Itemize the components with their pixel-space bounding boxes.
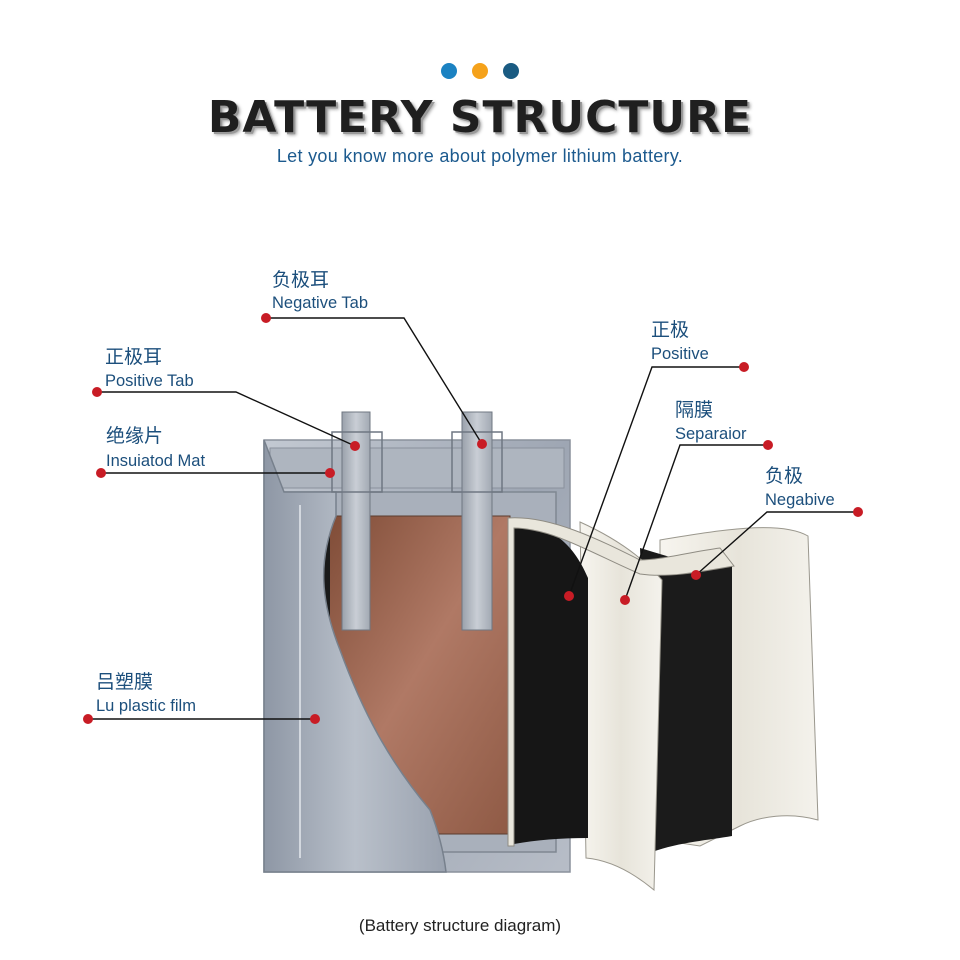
marker-positive-start: [739, 362, 749, 372]
diagram-caption: (Battery structure diagram): [358, 916, 562, 935]
label-insulated-mat-cn: 绝缘片: [106, 425, 163, 447]
label-negative-cn: 负极: [765, 465, 803, 487]
label-insulated-mat-en: Insuiatod Mat: [106, 452, 205, 470]
label-separator-cn: 隔膜: [675, 399, 713, 421]
marker-negative-start: [853, 507, 863, 517]
negative-tab-mat: [451, 431, 503, 493]
marker-negative-end: [691, 570, 701, 580]
label-positive-cn: 正极: [651, 319, 689, 341]
dot-blue: [441, 63, 457, 79]
marker-lu-film-end: [310, 714, 320, 724]
label-negative-en: Negabive: [765, 491, 835, 509]
leader-lines: [88, 317, 858, 720]
marker-insulated-mat-start: [96, 468, 106, 478]
page-subtitle: Let you know more about polymer lithium …: [276, 146, 684, 166]
marker-separator-start: [763, 440, 773, 450]
label-negative-tab-en: Negative Tab: [272, 294, 368, 312]
label-negative-tab-cn: 负极耳: [272, 269, 329, 291]
negative-tab-shape: [461, 411, 493, 631]
label-positive-tab-en: Positive Tab: [105, 372, 194, 390]
marker-negative-tab-end: [477, 439, 487, 449]
positive-black-layer: [514, 522, 588, 844]
leader-negative-tab: [266, 317, 483, 445]
lu-plastic-film: [263, 439, 447, 873]
header-dots: [441, 63, 521, 81]
marker-dots: [83, 313, 863, 724]
dot-orange: [472, 63, 488, 79]
marker-insulated-mat-end: [325, 468, 335, 478]
label-separator-en: Separaior: [675, 425, 747, 443]
separator-sheet: [579, 521, 663, 892]
cell-black-edge: [322, 522, 330, 642]
leader-positive-tab: [97, 391, 356, 447]
label-positive-en: Positive: [651, 345, 709, 363]
label-positive-tab-cn: 正极耳: [105, 346, 162, 368]
page-title: BATTERY STRUCTURE: [207, 92, 753, 143]
case-top-band: [269, 447, 565, 489]
marker-lu-film-start: [83, 714, 93, 724]
marker-positive-tab-start: [92, 387, 102, 397]
dot-navy: [503, 63, 519, 79]
leader-separator: [624, 444, 768, 601]
marker-negative-tab-start: [261, 313, 271, 323]
negative-black-layer: [640, 548, 732, 852]
positive-tab-mat: [331, 431, 383, 493]
marker-separator-end: [620, 595, 630, 605]
label-lu-film-en: Lu plastic film: [96, 697, 196, 715]
label-lu-film-cn: 吕塑膜: [96, 671, 153, 693]
marker-positive-end: [564, 591, 574, 601]
marker-positive-tab-end: [350, 441, 360, 451]
leader-negative: [695, 511, 858, 576]
leader-positive: [568, 366, 744, 597]
